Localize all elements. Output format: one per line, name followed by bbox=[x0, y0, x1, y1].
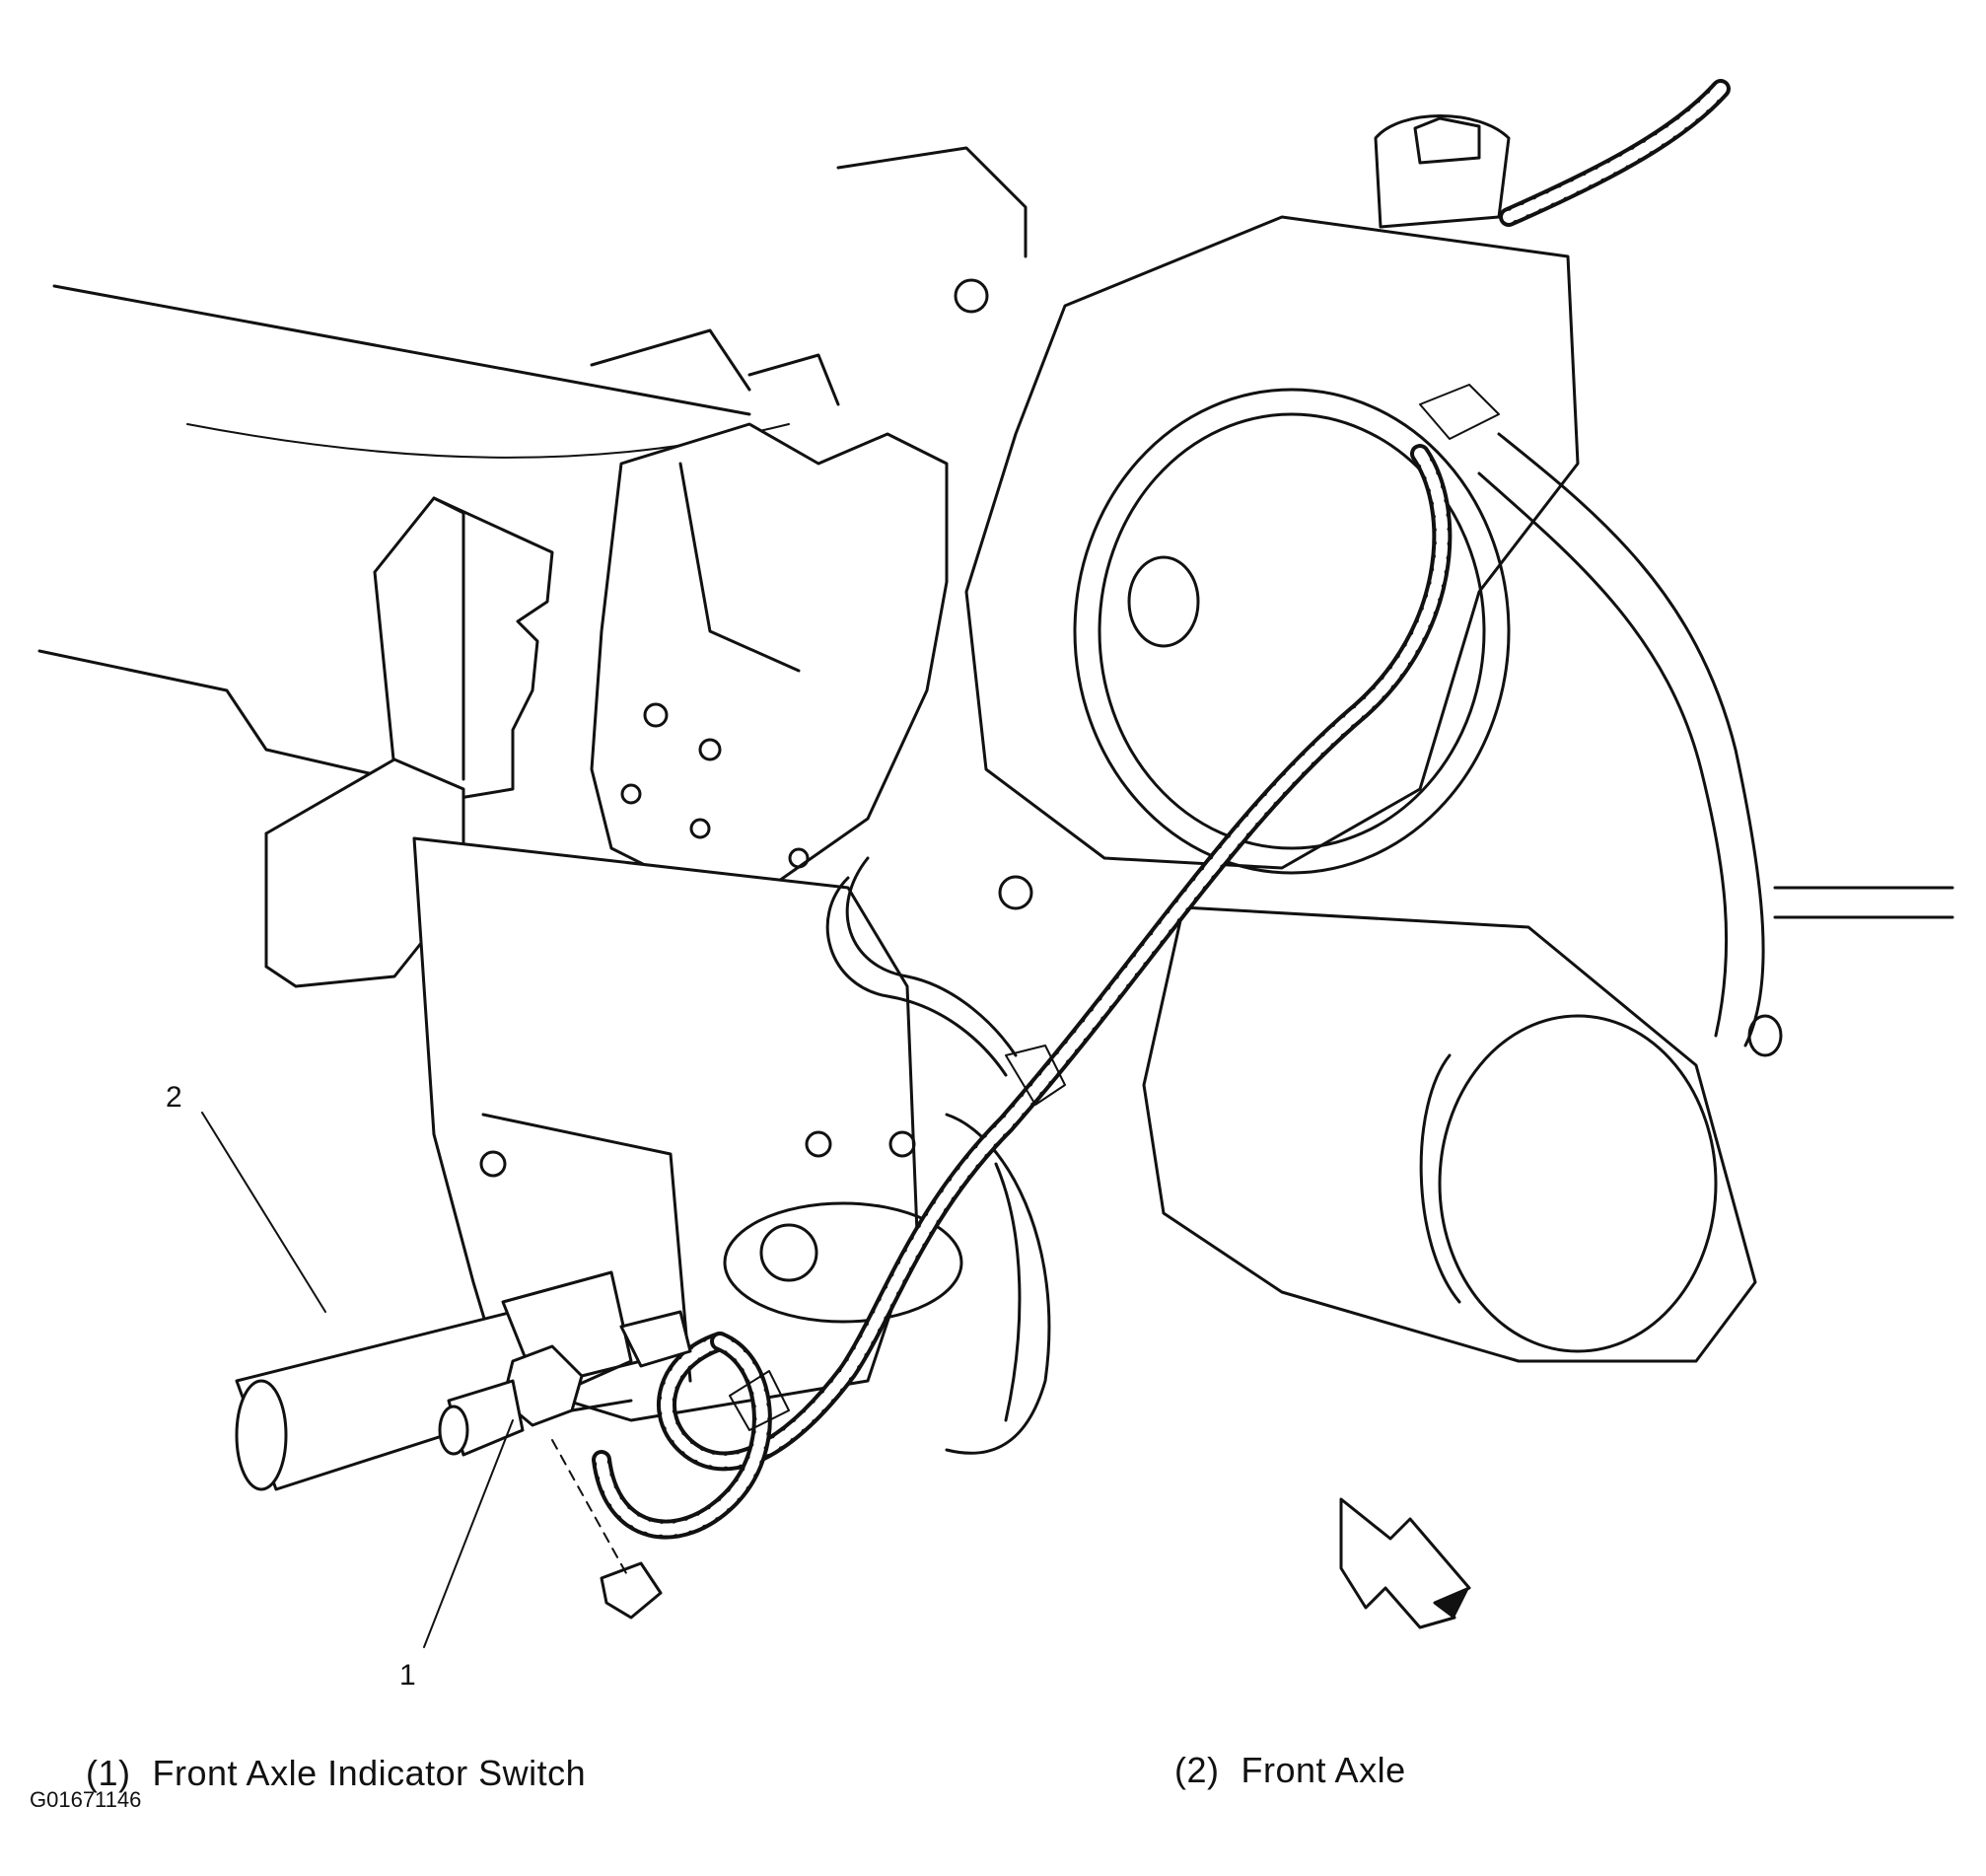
callout-1: 1 bbox=[399, 1659, 416, 1692]
legend-text-1: Front Axle Indicator Switch bbox=[152, 1753, 587, 1793]
leader-line-2 bbox=[201, 1112, 326, 1313]
frame-rails bbox=[37, 284, 840, 781]
legend-text-2: Front Axle bbox=[1241, 1750, 1406, 1790]
center-bracket bbox=[590, 146, 1033, 910]
reservoir-housing bbox=[964, 114, 1580, 875]
legend-number-2: (2) bbox=[1174, 1750, 1220, 1790]
hoses bbox=[825, 432, 1954, 1077]
indicator-switch bbox=[438, 1310, 692, 1620]
leader-line-1 bbox=[423, 1419, 514, 1648]
front-axle-shaft bbox=[235, 1270, 633, 1491]
crossmember-bracket bbox=[264, 496, 554, 988]
legend-item-2: (2) Front Axle bbox=[1154, 1708, 1406, 1791]
axle-housing bbox=[1142, 905, 1757, 1363]
direction-arrow bbox=[1339, 1497, 1471, 1629]
legend-item-1: (1) Front Axle Indicator Switch bbox=[65, 1711, 586, 1794]
callout-2: 2 bbox=[166, 1081, 182, 1114]
legend-number-1: (1) bbox=[86, 1753, 131, 1793]
figure-id: G01671146 bbox=[30, 1787, 142, 1812]
wiring-harness bbox=[592, 79, 1731, 1540]
